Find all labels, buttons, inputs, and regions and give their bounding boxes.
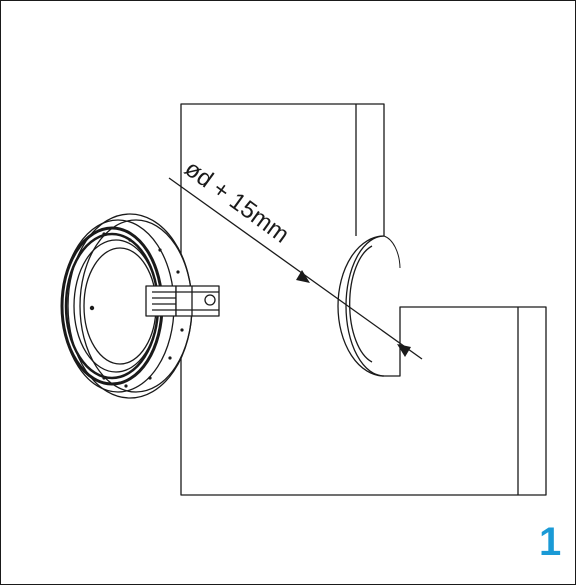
cutout-hole-inner: [349, 245, 373, 363]
ceiling-panel-outline: [180, 103, 547, 496]
dimension-label: ød + 15mm: [179, 155, 294, 249]
mounting-bracket: [145, 285, 220, 317]
step-number: 1: [539, 520, 562, 564]
dimension-arrow-end: [397, 344, 411, 357]
cutout-hole-outer: [337, 235, 385, 377]
dimension-line: [168, 177, 423, 360]
round-recessed-light-fixture-icon: [60, 213, 220, 399]
dimension-arrow-start: [296, 270, 310, 283]
